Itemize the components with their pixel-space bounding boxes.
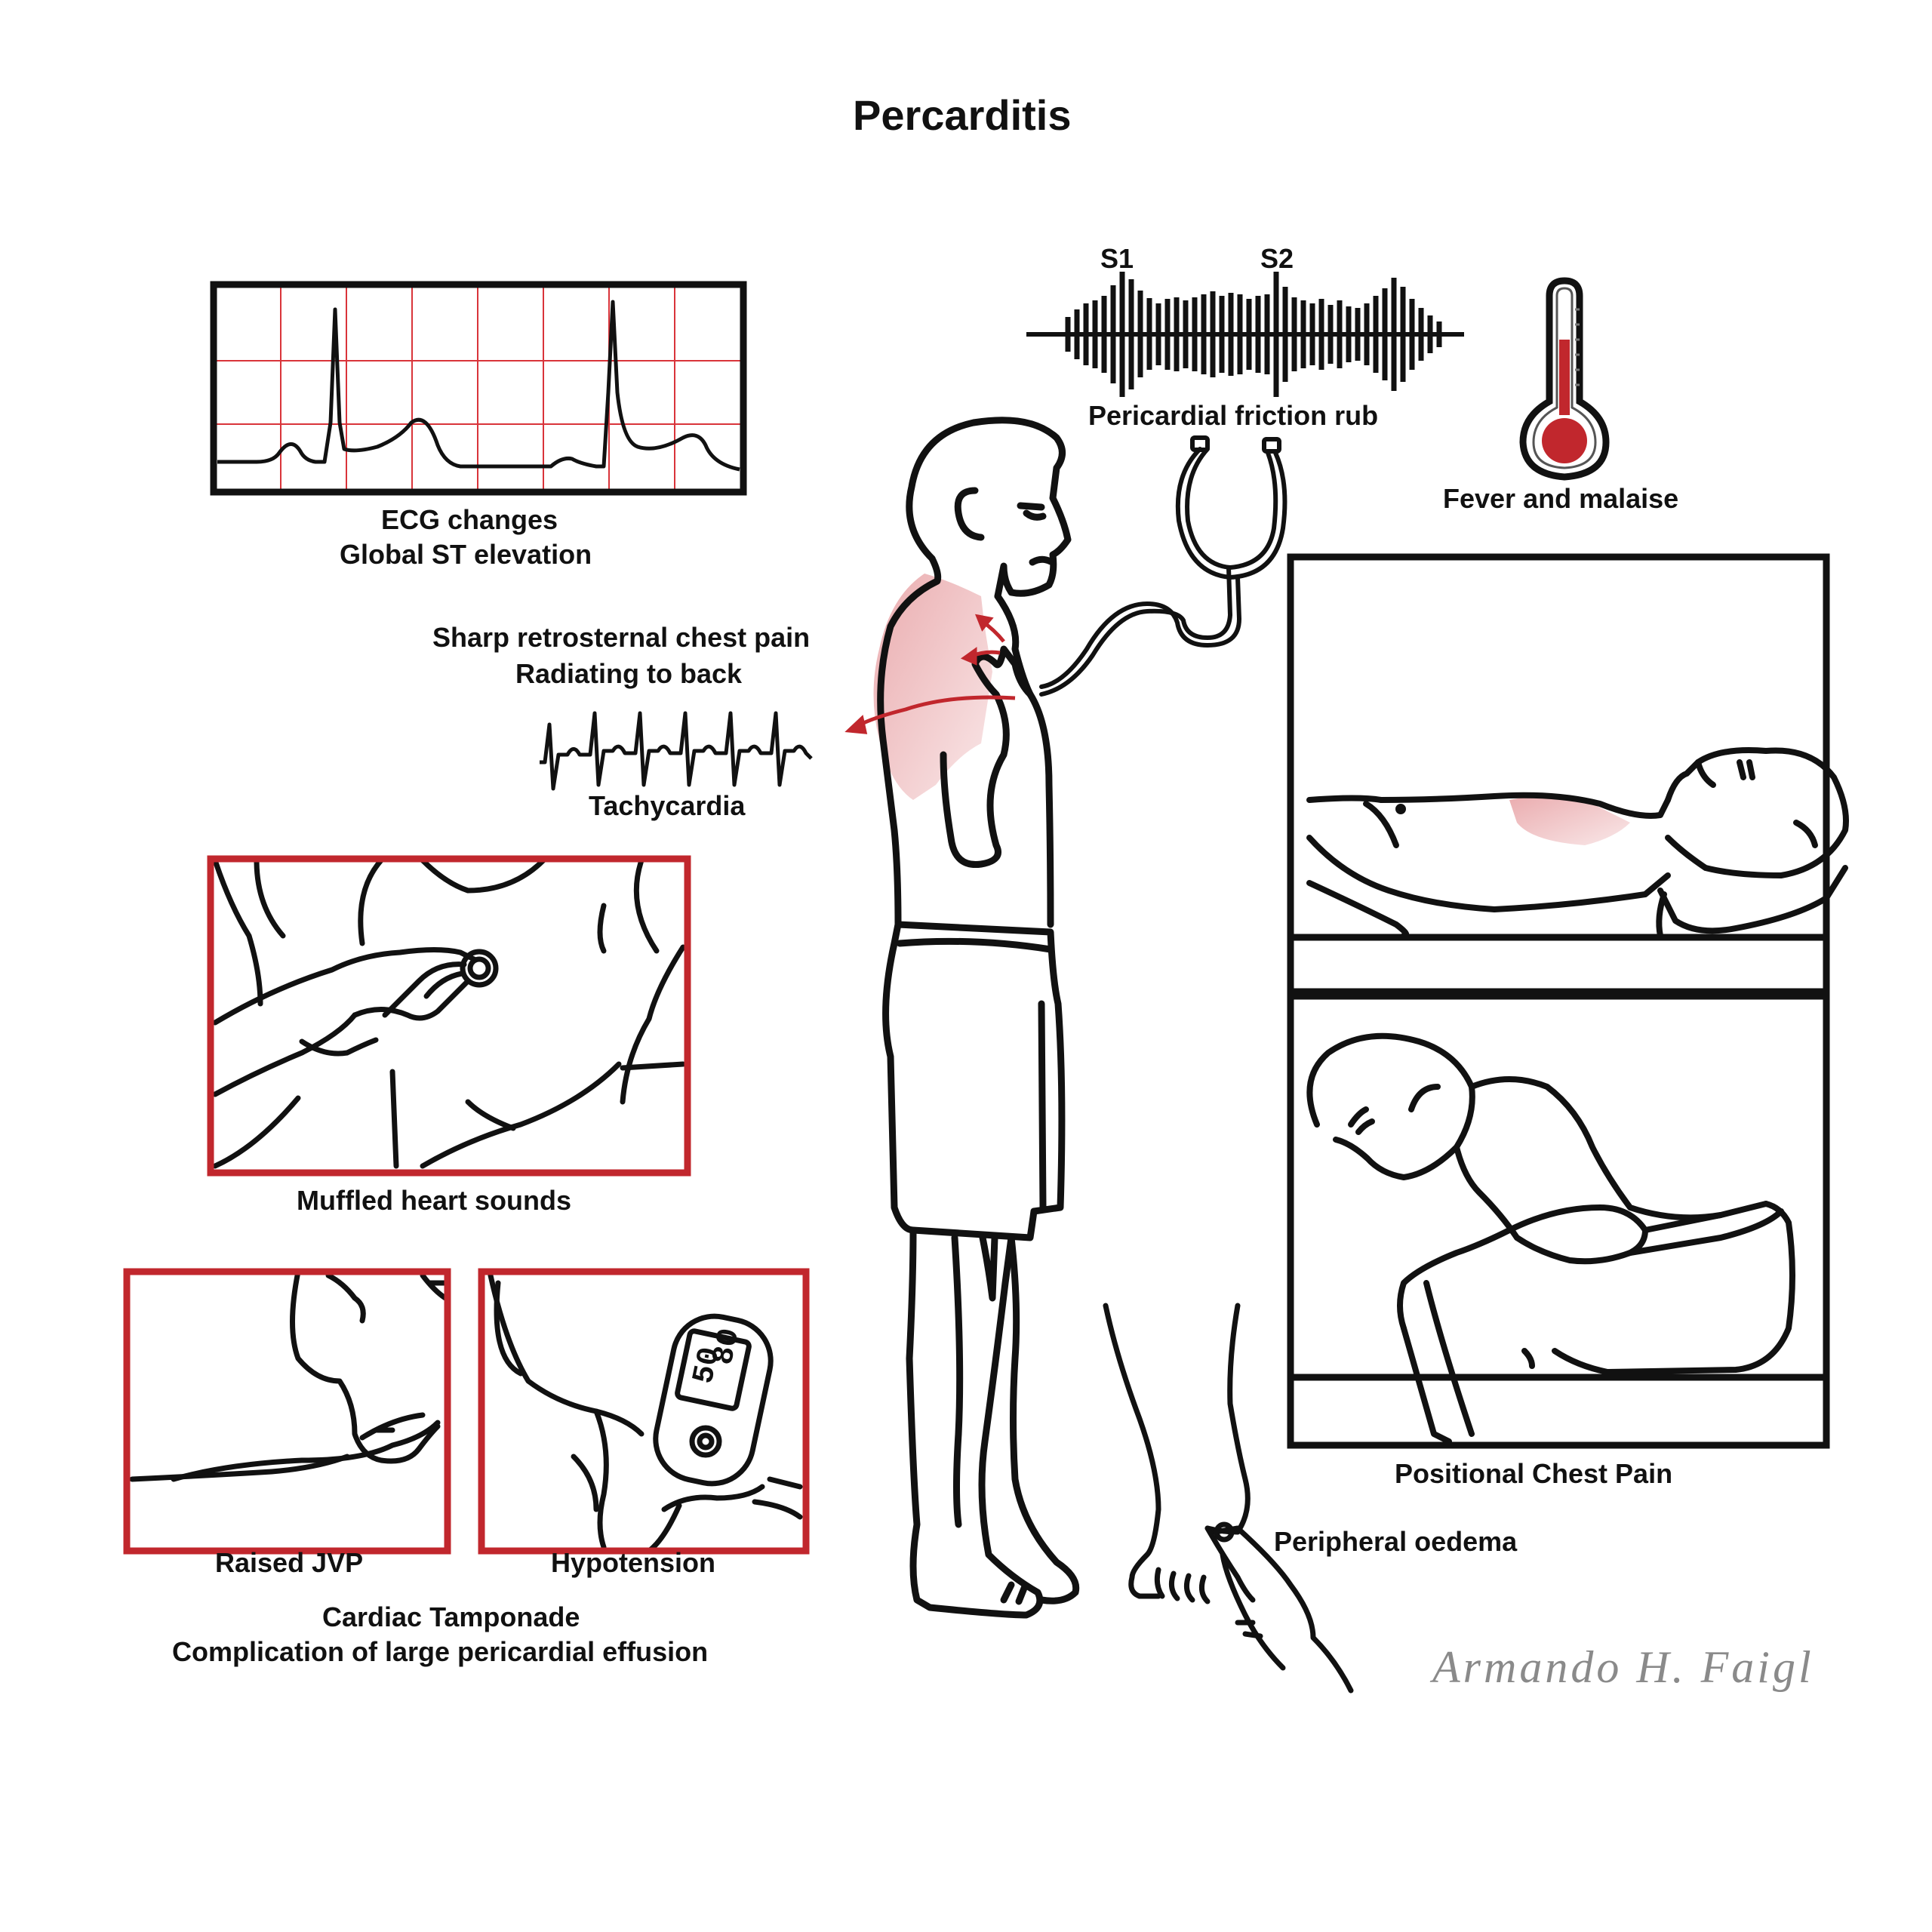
- ecg-trace: [217, 300, 740, 472]
- standing-patient-figure: [873, 417, 1080, 1619]
- artist-signature: Armando H. Faigl: [1432, 1642, 1814, 1692]
- tachycardia-trace: [540, 711, 813, 791]
- ecg-caption-line2: Global ST elevation: [340, 539, 592, 570]
- raised-jvp-panel: [129, 1269, 448, 1482]
- positional-chest-pain-frame: [1287, 553, 1830, 1449]
- muffled-heart-sounds-panel: [212, 857, 686, 1169]
- lying-patient-panel: [1306, 747, 1849, 939]
- muffled-heart-sounds-frame: [207, 855, 691, 1177]
- friction-rub-caption: Pericardial friction rub: [1088, 400, 1379, 431]
- chest-pain-caption-line1: Sharp retrosternal chest pain: [432, 622, 811, 653]
- hypotension-panel: [488, 1272, 803, 1554]
- friction-rub-waveform: [1026, 272, 1464, 397]
- chest-pain-area: [873, 574, 992, 800]
- oedema-foot-illustration: [1103, 1303, 1354, 1694]
- hypotension-frame: [478, 1268, 810, 1555]
- s2-label: S2: [1260, 243, 1294, 274]
- raised-jvp-frame: [123, 1268, 451, 1555]
- raised-jvp-caption: Raised JVP: [215, 1547, 364, 1578]
- page-title: Percarditis: [853, 91, 1072, 139]
- bp-systolic-readout: 80: [707, 1325, 748, 1367]
- stethoscope-icon: [1039, 435, 1287, 697]
- leaning-forward-patient-panel: [1306, 1032, 1795, 1444]
- lying-bed: [1287, 934, 1830, 995]
- bp-diastolic-readout: 50: [688, 1344, 728, 1386]
- fever-caption: Fever and malaise: [1443, 483, 1679, 514]
- s1-label: S1: [1100, 243, 1134, 274]
- ecg-panel: [210, 281, 747, 496]
- tamponade-caption-line2: Complication of large pericardial effusi…: [172, 1636, 709, 1667]
- ecg-caption-line1: ECG changes: [381, 504, 558, 535]
- muffled-caption: Muffled heart sounds: [297, 1185, 572, 1216]
- tachycardia-caption: Tachycardia: [589, 790, 746, 821]
- seat: [1287, 1374, 1830, 1449]
- chest-pain-caption-line2: Radiating to back: [515, 658, 743, 689]
- pain-radiation-arrows: [844, 614, 1016, 734]
- tamponade-caption-line1: Cardiac Tamponade: [322, 1601, 580, 1632]
- positional-caption: Positional Chest Pain: [1395, 1458, 1673, 1489]
- lying-chest-pain-area: [1509, 796, 1630, 845]
- hypotension-caption: Hypotension: [551, 1547, 716, 1578]
- thermometer-icon: [1519, 277, 1610, 481]
- oedema-caption: Peripheral oedema: [1274, 1526, 1518, 1557]
